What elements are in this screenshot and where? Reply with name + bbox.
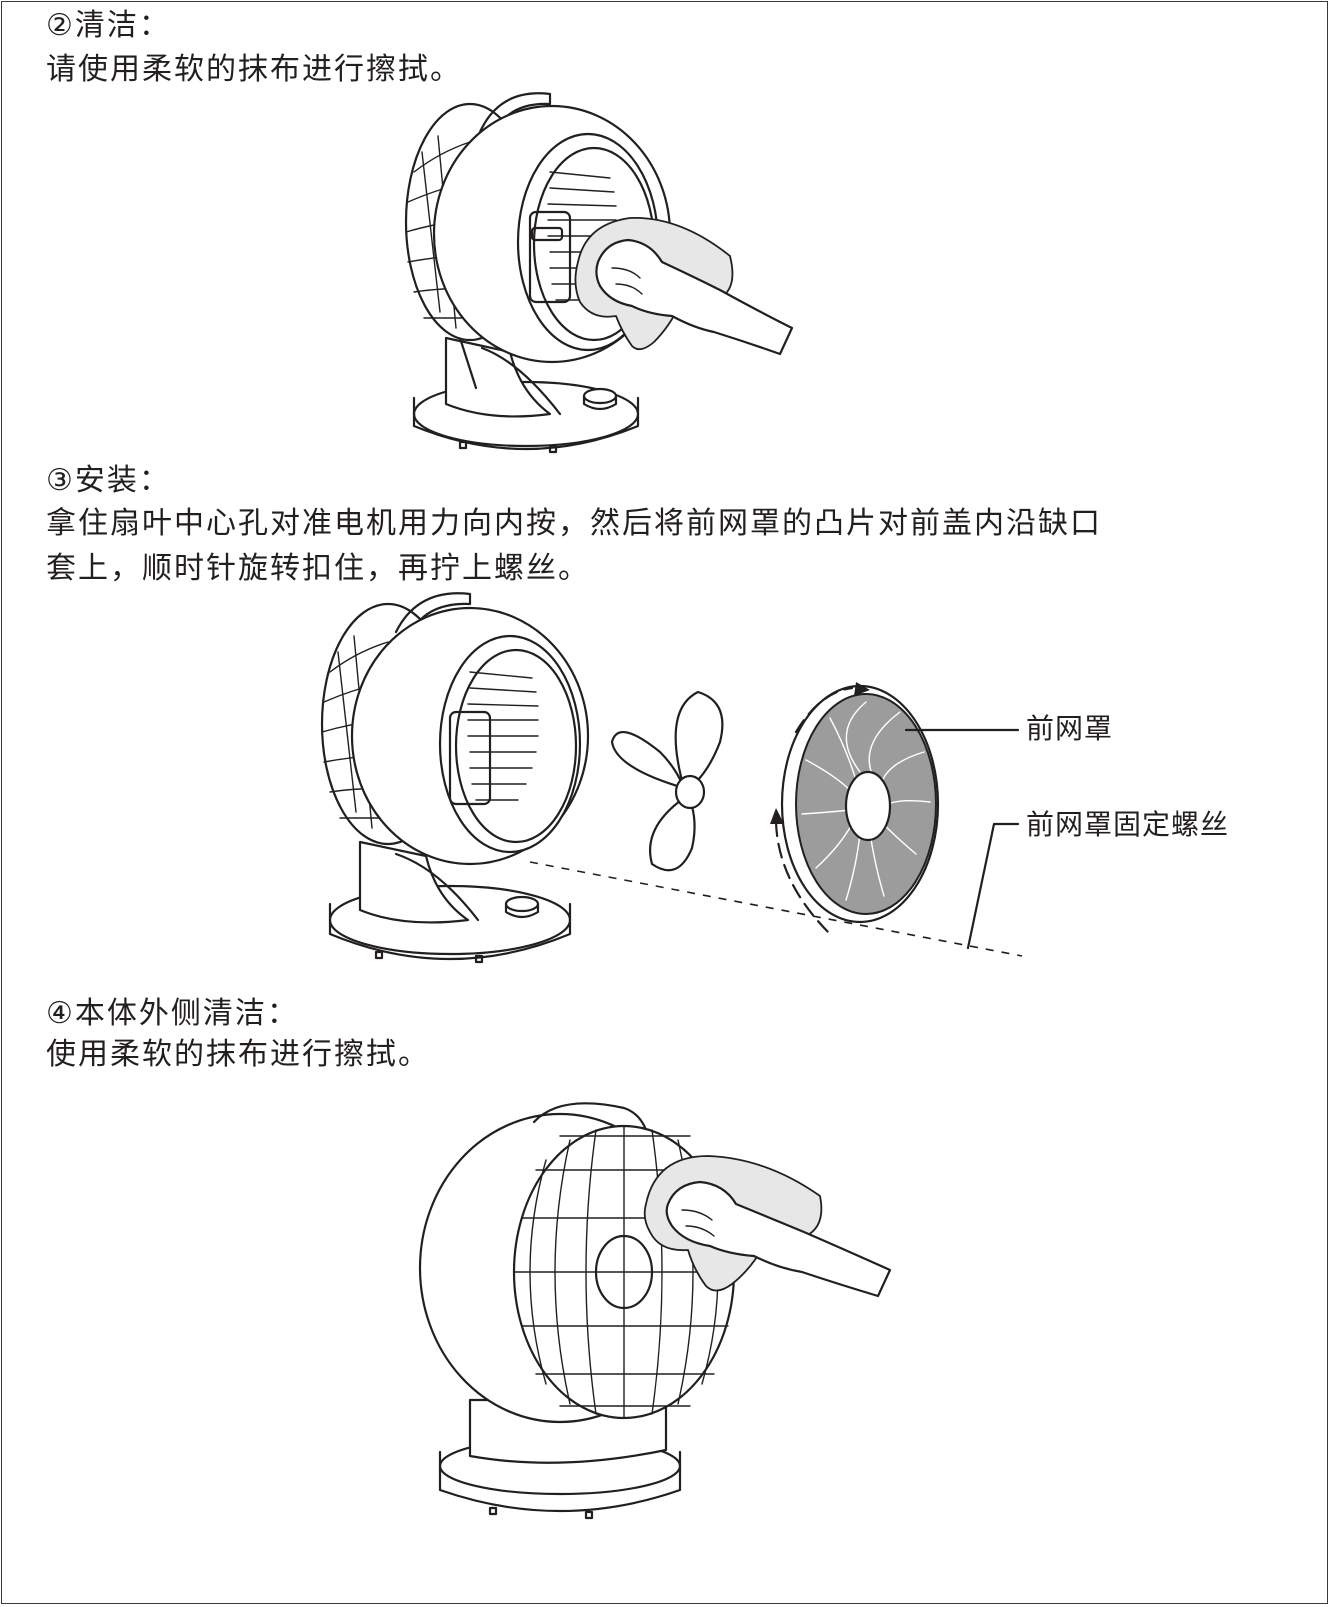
section-2-line-1: 请使用柔软的抹布进行擦拭。: [46, 52, 462, 87]
callout-front-grille-screw: 前网罩固定螺丝: [1026, 808, 1230, 841]
front-grille: [770, 682, 940, 936]
callout-front-grille: 前网罩: [1026, 712, 1114, 745]
fan-blade: [610, 690, 724, 872]
section-3-line-2: 套上，顺时针旋转扣住，再拧上螺丝。: [46, 551, 590, 586]
section-2-heading: ②清洁：: [46, 8, 171, 43]
section-3-line-1: 拿住扇叶中心孔对准电机用力向内按，然后将前网罩的凸片对前盖内沿缺口: [46, 506, 1102, 541]
illustration-cleaning-inside: [404, 92, 794, 454]
section-4-heading: ④本体外侧清洁：: [46, 996, 299, 1031]
illustration-assembly: [320, 592, 1023, 964]
section-4-line-1: 使用柔软的抹布进行擦拭。: [46, 1037, 430, 1072]
section-3-heading: ③安装：: [46, 463, 171, 498]
illustration-cleaning-outside: [418, 1102, 892, 1520]
